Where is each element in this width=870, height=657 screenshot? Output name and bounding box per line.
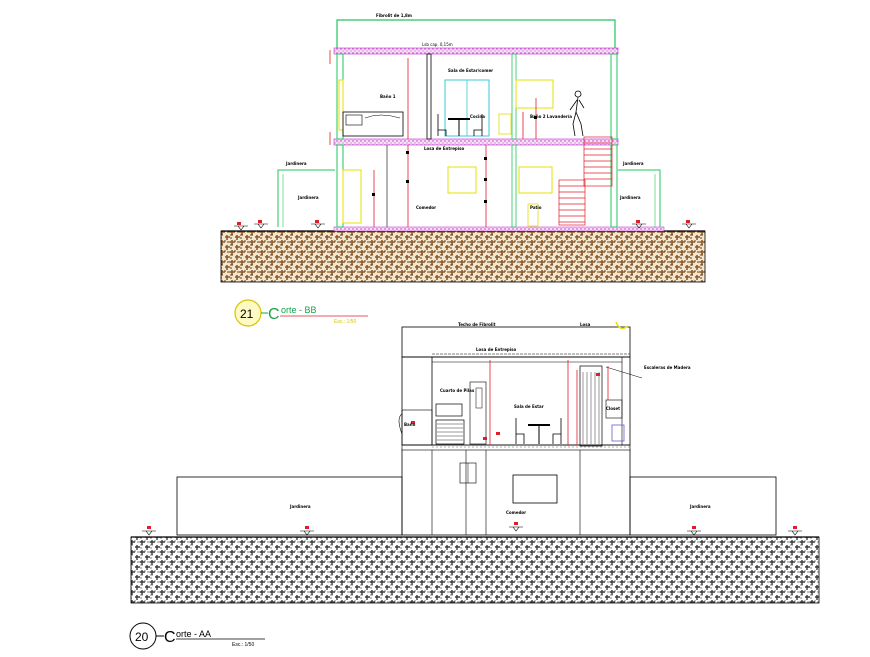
room-label-aa-2: Losa de Entrepiso bbox=[476, 347, 517, 352]
section-bb-drawing: Fibrolit de 1,8m Lsb cap. 0,15m Sala de … bbox=[220, 13, 706, 283]
room-label-bb-5: Jardinera bbox=[622, 161, 644, 166]
room-label-bb-1: Baño 1 bbox=[380, 94, 396, 99]
room-label-bb-3: Losa de Entrepiso bbox=[424, 146, 465, 151]
room-label-bb-7: Patio bbox=[530, 205, 542, 210]
section-bb-title: 21 C orte - BB Esc.: 1/50 bbox=[234, 299, 368, 327]
section-bb-scale: Esc.: 1/50 bbox=[334, 319, 356, 325]
section-bb-title-initial: C bbox=[268, 306, 280, 323]
ground-aa bbox=[130, 536, 820, 604]
room-label-bb-6: Comedor bbox=[416, 205, 436, 210]
room-label-aa-6: Escaleras de Madera bbox=[644, 365, 691, 370]
section-aa-title-rest: orte - AA bbox=[176, 629, 211, 639]
room-label-aa-9: Comedor bbox=[506, 510, 526, 515]
section-bb-number: 21 bbox=[240, 307, 254, 321]
section-aa-title: 20 C orte - AA Esc.: 1/50 bbox=[129, 622, 265, 650]
room-label-bb-8: Cocina bbox=[470, 114, 485, 119]
room-label-bb-2: Baño 2 Lavandería bbox=[530, 114, 572, 119]
ceiling-note-bb: Lsb cap. 0,15m bbox=[422, 42, 453, 47]
roof-slab-bb bbox=[333, 47, 619, 55]
roof-note-bb: Fibrolit de 1,8m bbox=[376, 13, 412, 18]
section-aa-number: 20 bbox=[135, 630, 149, 644]
ground-bb bbox=[220, 230, 706, 283]
room-label-aa-3: Cuarto de Pilas bbox=[440, 388, 475, 393]
room-label-bb-9: Jardinera bbox=[297, 195, 319, 200]
room-label-aa-8: Jardinera bbox=[289, 504, 311, 509]
room-label-aa-1: Losa bbox=[580, 322, 591, 327]
room-label-bb-4: Jardinera bbox=[285, 161, 307, 166]
section-aa-drawing: Techo de Fibrolit Losa Losa de Entrepiso… bbox=[130, 321, 820, 604]
section-aa-scale: Esc.: 1/50 bbox=[232, 642, 254, 648]
floor-slab-bb bbox=[333, 138, 619, 146]
room-label-aa-0: Techo de Fibrolit bbox=[458, 322, 496, 327]
room-label-aa-5: Baño bbox=[404, 422, 416, 427]
section-bb-title-rest: orte - BB bbox=[281, 305, 317, 315]
room-label-aa-4: Sala de Estar bbox=[514, 404, 544, 409]
section-aa-title-initial: C bbox=[164, 629, 176, 646]
room-label-bb-10: Jardinera bbox=[619, 195, 641, 200]
room-label-aa-10: Jardinera bbox=[689, 504, 711, 509]
room-label-aa-7: Closet bbox=[606, 406, 620, 411]
room-label-bb-0: Sala de Estar/comer bbox=[448, 68, 493, 73]
